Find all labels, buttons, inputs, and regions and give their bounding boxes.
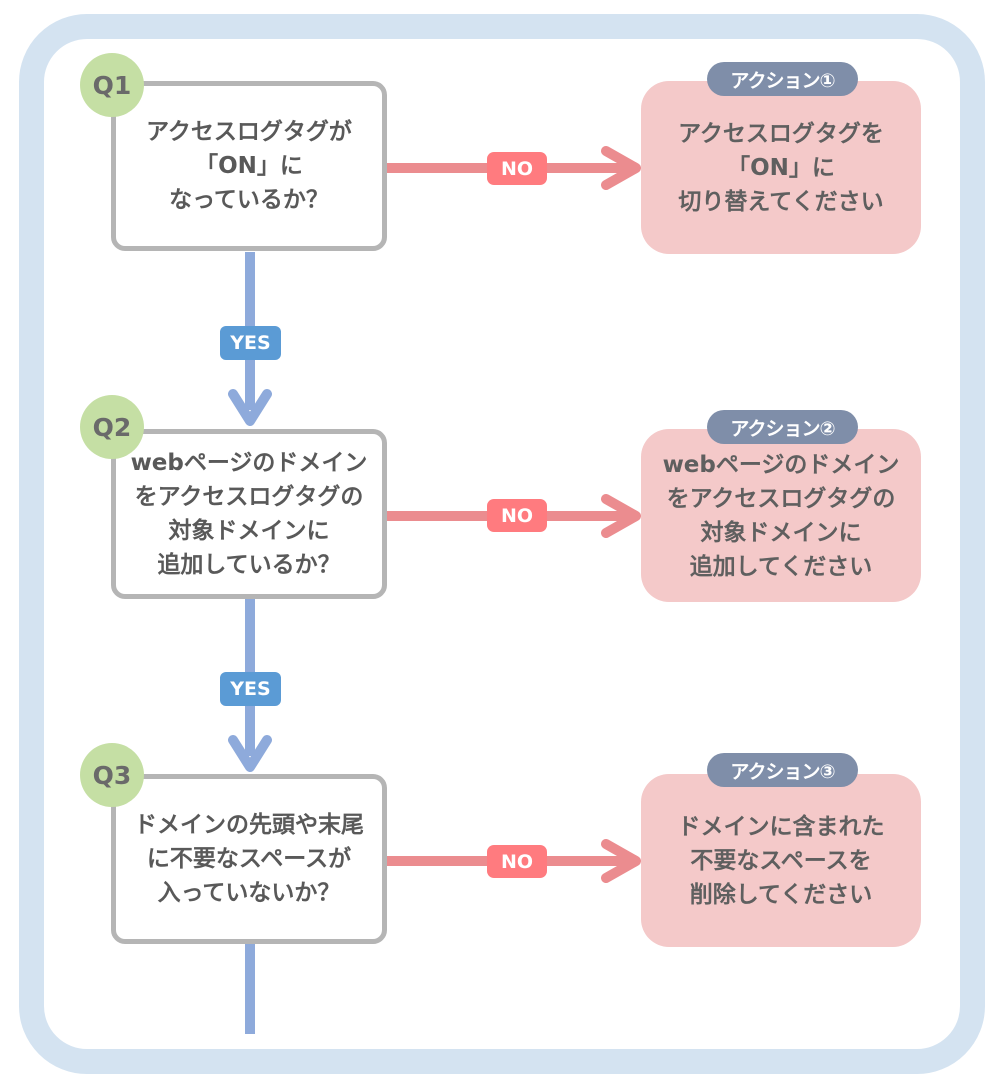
no-label-2: NO: [487, 499, 547, 532]
no-arrowhead-1: [601, 146, 641, 190]
action-box-2: webページのドメイン をアクセスログタグの 対象ドメインに 追加してください: [641, 429, 921, 602]
no-label-1: NO: [487, 152, 547, 185]
action-box-3: ドメインに含まれた 不要なスペースを 削除してください: [641, 774, 921, 947]
question-badge-2: Q2: [80, 395, 144, 459]
question-badge-1: Q1: [80, 53, 144, 117]
action-tag-1: アクション①: [707, 62, 858, 96]
no-label-3: NO: [487, 845, 547, 878]
action-tag-2: アクション②: [707, 410, 858, 444]
question-box-2: webページのドメイン をアクセスログタグの 対象ドメインに 追加しているか？: [111, 429, 387, 599]
yes-arrowhead-2: [228, 735, 272, 772]
question-box-3: ドメインの先頭や末尾 に不要なスペースが 入っていないか？: [111, 774, 387, 944]
yes-label-1: YES: [220, 326, 281, 360]
question-badge-3: Q3: [80, 743, 144, 807]
question-box-1: アクセスログタグが 「ON」に なっているか？: [111, 81, 387, 251]
no-arrowhead-2: [601, 494, 641, 538]
yes-arrowhead-1: [228, 389, 272, 426]
no-arrowhead-3: [601, 839, 641, 883]
yes-connector-3: [245, 944, 255, 1034]
yes-label-2: YES: [220, 672, 281, 706]
action-box-1: アクセスログタグを 「ON」に 切り替えてください: [641, 81, 921, 254]
action-tag-3: アクション③: [707, 753, 858, 787]
